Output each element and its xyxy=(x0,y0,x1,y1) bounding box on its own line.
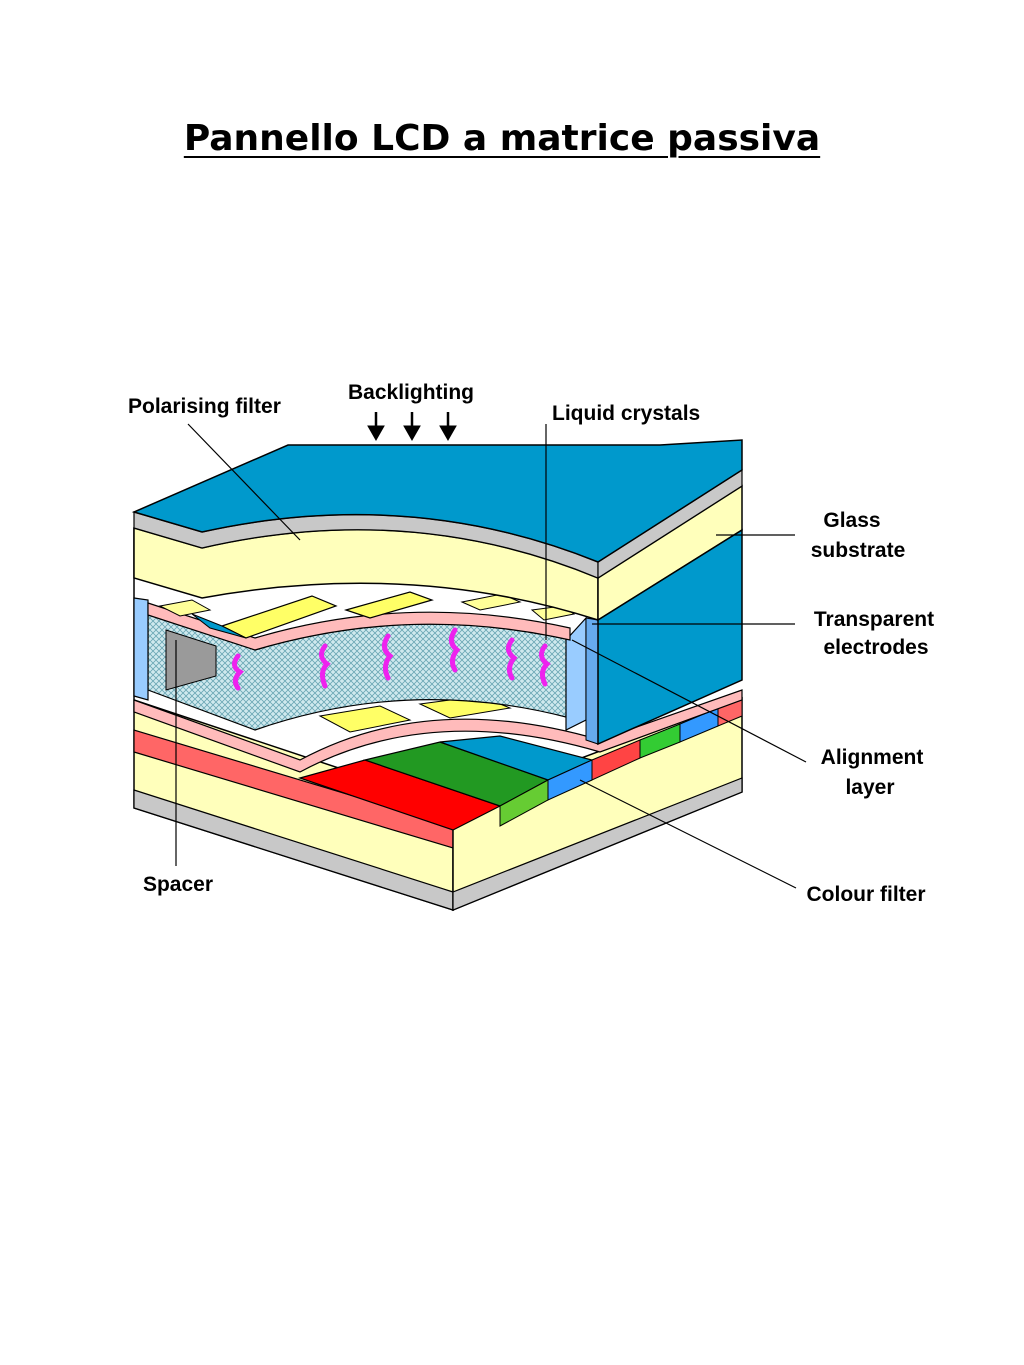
leader-polarising-filter xyxy=(187,423,301,541)
label-alignment-layer-line2: layer xyxy=(845,776,894,799)
leader-lines xyxy=(175,423,807,889)
leader-alignment-layer xyxy=(571,639,807,763)
arrow-down-icon xyxy=(439,412,457,442)
arrow-down-icon xyxy=(367,412,385,442)
label-glass-substrate-line2: substrate xyxy=(811,539,906,562)
page-title: Pannello LCD a matrice passiva xyxy=(183,118,821,159)
label-alignment-layer-line1: Alignment xyxy=(821,746,924,769)
leader-colour-filter xyxy=(579,779,797,889)
label-spacer: Spacer xyxy=(143,873,213,896)
bottom-glass-substrate xyxy=(133,528,743,912)
label-colour-filter: Colour filter xyxy=(807,883,926,906)
label-liquid-crystals: Liquid crystals xyxy=(552,402,700,425)
arrow-down-icon xyxy=(403,412,421,442)
label-polarising-filter: Polarising filter xyxy=(128,395,281,418)
label-transparent-electrodes-line1: Transparent xyxy=(814,608,934,631)
label-glass-substrate-line1: Glass xyxy=(823,509,880,532)
top-glass-substrate xyxy=(133,468,743,746)
backlighting-arrows xyxy=(367,412,457,442)
upper-electrode-layer xyxy=(147,591,576,651)
liquid-crystal-molecules xyxy=(232,627,551,691)
label-transparent-electrodes-line2: electrodes xyxy=(823,636,928,659)
colour-filter xyxy=(297,697,743,831)
label-backlighting: Backlighting xyxy=(348,381,474,404)
polarising-filter xyxy=(131,439,743,563)
